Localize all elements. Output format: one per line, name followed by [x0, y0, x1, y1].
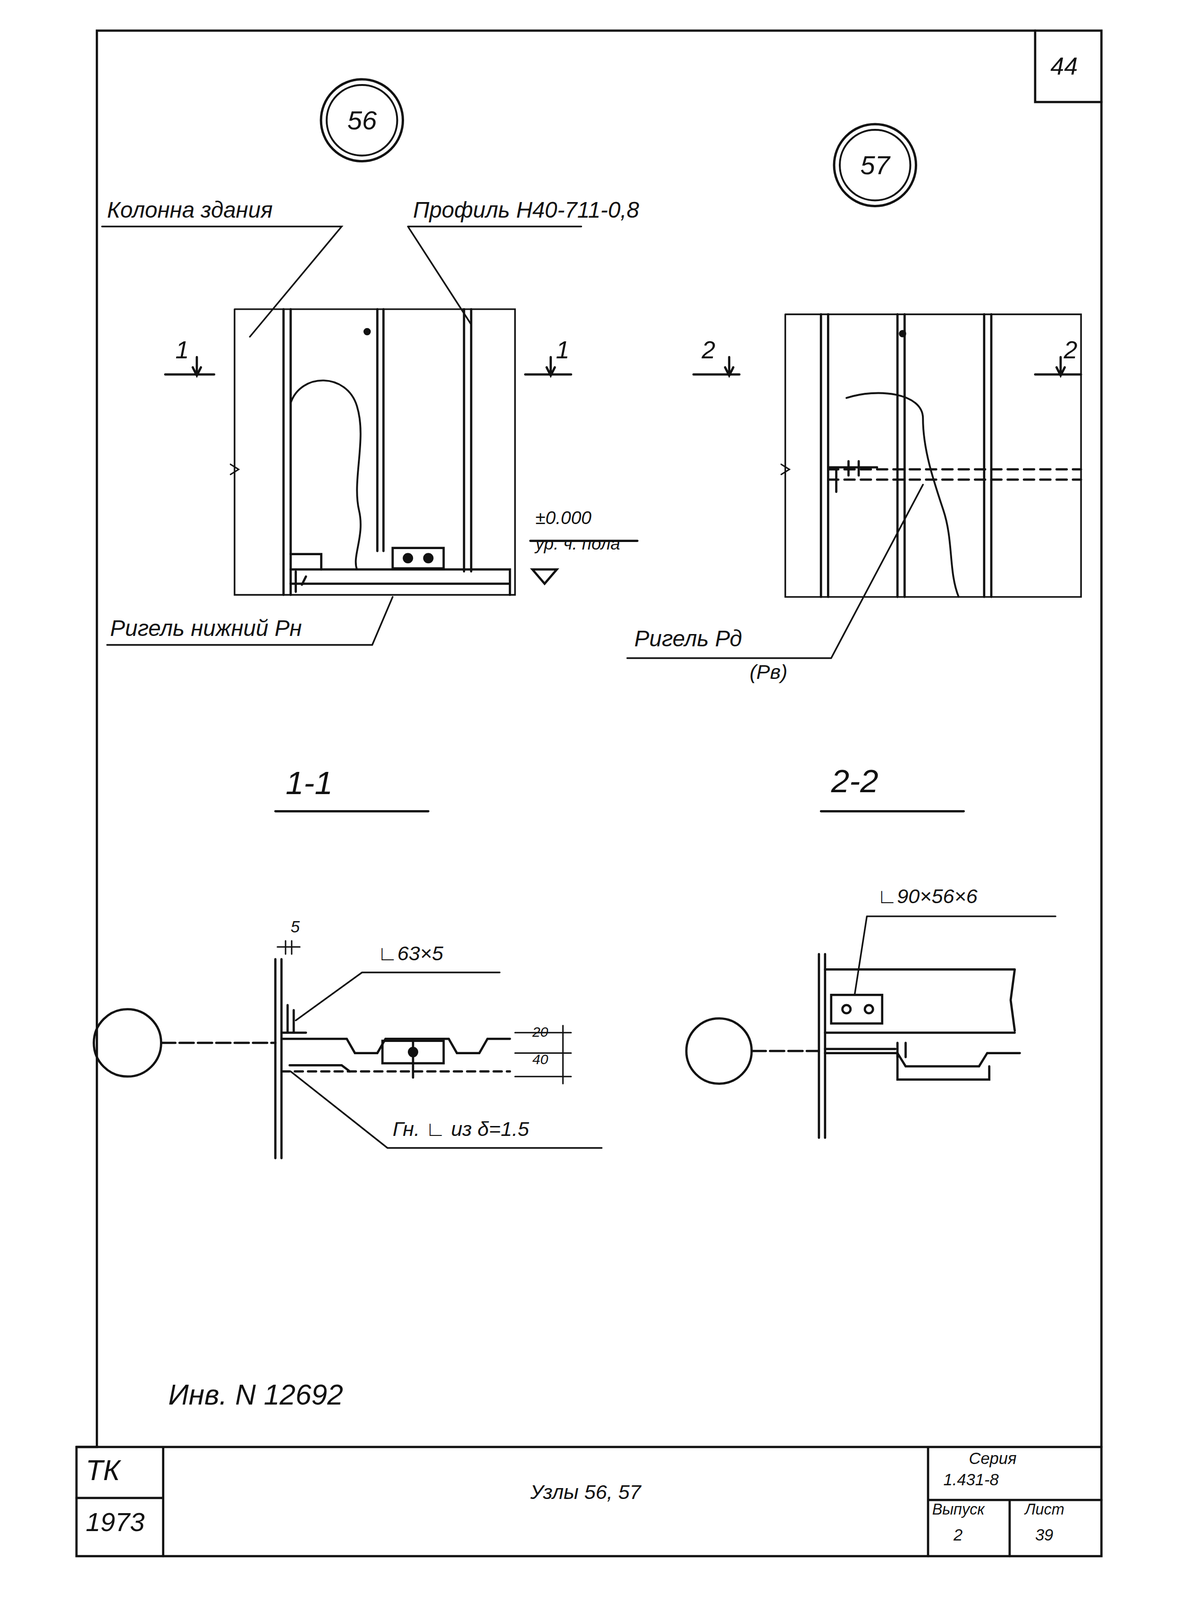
- callout-circle: 56: [319, 77, 405, 163]
- drawing-label: Ригель Рд: [634, 626, 743, 651]
- drawing-label: Ригель нижний Рн: [109, 616, 302, 641]
- drawing-label: 2: [701, 336, 716, 364]
- drawing-label: 44: [1050, 52, 1078, 80]
- drawing-label: ур. ч. пола: [535, 534, 621, 554]
- drawing-label: Лист: [1024, 1501, 1064, 1519]
- drawing-label: 1: [175, 336, 190, 364]
- drawing-label: 2: [1063, 336, 1078, 364]
- drawing-label: Колонна здания: [107, 197, 273, 223]
- callout-number: 56: [347, 104, 377, 136]
- drawing-label: Выпуск: [932, 1501, 985, 1519]
- callout-number: 57: [860, 149, 890, 181]
- drawing-label: 1.431-8: [943, 1470, 999, 1489]
- drawing-label: 1-1: [285, 764, 333, 801]
- drawing-label: (Рв): [749, 660, 788, 684]
- drawing-label: Гн. ∟ из δ=1.5: [392, 1117, 530, 1141]
- drawing-label: 1: [555, 336, 570, 364]
- drawing-label: Профиль Н40-711-0,8: [413, 197, 640, 223]
- drawing-label: Инв. N 12692: [168, 1378, 343, 1411]
- drawing-label: ∟90×56×6: [877, 885, 978, 908]
- drawing-label: ∟63×5: [377, 942, 444, 965]
- drawing-label: 20: [532, 1023, 549, 1040]
- drawing-label: 1973: [85, 1507, 145, 1537]
- drawing-label: 40: [532, 1051, 549, 1067]
- drawing-label: Узлы 56, 57: [530, 1480, 641, 1504]
- callout-circle: 57: [832, 122, 918, 208]
- drawing-label: 2: [953, 1525, 963, 1544]
- drawing-label: 39: [1035, 1525, 1054, 1544]
- drawing-label: 2-2: [831, 762, 879, 799]
- drawing-label: ±0.000: [535, 507, 592, 529]
- drawing-label: 5: [290, 917, 300, 936]
- drawing-label: Серия: [968, 1449, 1017, 1468]
- drawing-label: ТК: [85, 1454, 120, 1486]
